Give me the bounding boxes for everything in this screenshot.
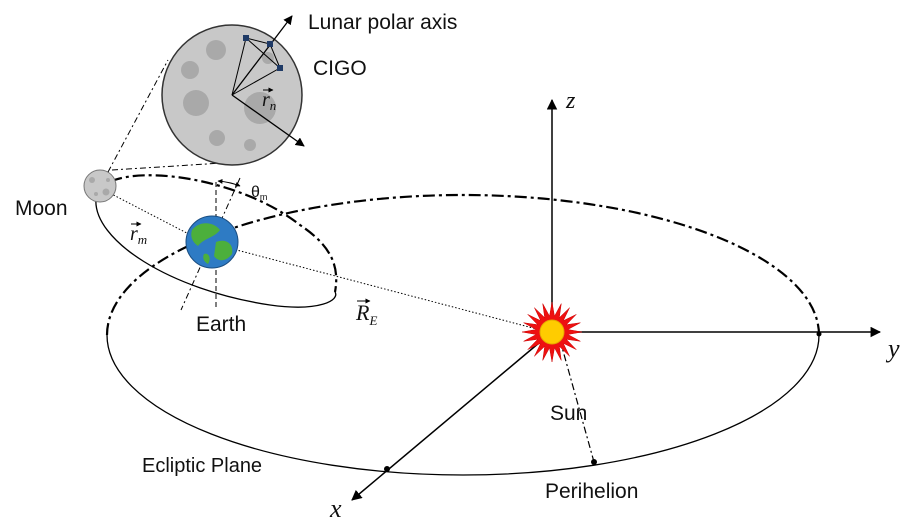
moon-label: Moon xyxy=(15,197,68,220)
lunar-polar-axis-label: Lunar polar axis xyxy=(308,11,457,34)
perihelion-label: Perihelion xyxy=(545,480,638,503)
ecliptic-orbit-front xyxy=(106,334,820,476)
theta-m-arc xyxy=(217,178,241,187)
earth-label: Earth xyxy=(196,313,246,336)
svg-text:rn: rn xyxy=(262,89,276,113)
perihelion-line xyxy=(559,339,595,463)
y-axis-orbit-crossing xyxy=(816,331,822,337)
y-axis-label: y xyxy=(885,334,900,363)
svg-text:RE: RE xyxy=(355,300,377,328)
svg-text:rm: rm xyxy=(130,223,147,247)
theta-m-label: θm xyxy=(251,184,267,202)
r-n-label: rn xyxy=(262,87,276,113)
lunar-orbit-back xyxy=(94,174,338,293)
x-axis-label: x xyxy=(329,494,342,523)
zoom-line-top xyxy=(107,59,169,173)
lunar-orbit-front xyxy=(95,197,337,308)
ecliptic-orbit-back xyxy=(105,193,821,336)
sun-label: Sun xyxy=(550,402,587,425)
earth-sun-vector xyxy=(213,243,549,333)
x-axis xyxy=(351,331,553,501)
z-axis-label: z xyxy=(565,88,576,114)
ecliptic-plane-label: Ecliptic Plane xyxy=(142,455,262,477)
moon-small xyxy=(83,169,117,203)
x-axis-orbit-crossing xyxy=(384,466,390,472)
r-n-arrow xyxy=(231,94,305,147)
cigo-detector xyxy=(231,35,283,96)
sun xyxy=(521,301,583,363)
r-m-label: rm xyxy=(130,221,147,247)
perihelion-point xyxy=(591,459,597,465)
earth xyxy=(185,215,239,269)
lunar-polar-axis-arrow xyxy=(231,15,293,96)
R-E-label: RE xyxy=(355,298,377,328)
cigo-label: CIGO xyxy=(313,57,367,80)
